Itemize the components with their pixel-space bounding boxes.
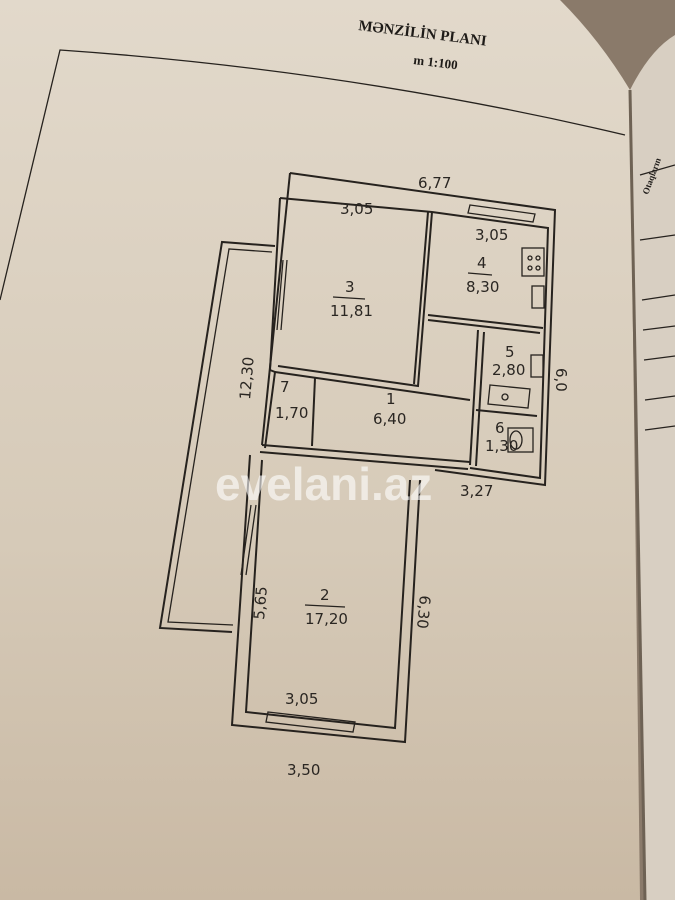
svg-text:8,30: 8,30 [466, 278, 499, 296]
outer-walls [261, 172, 557, 487]
room-2-walls [230, 204, 536, 744]
dimension-left-height: 12,30 [236, 356, 258, 400]
svg-text:7: 7 [280, 378, 290, 396]
page-frame [0, 49, 626, 301]
interior-walls [259, 211, 544, 470]
svg-text:11,81: 11,81 [330, 302, 373, 320]
room-4: 4 8,30 [466, 254, 499, 296]
dimension-room4-width: 3,05 [475, 226, 508, 244]
svg-text:4: 4 [477, 254, 487, 272]
dimension-room2-left: 5,65 [250, 586, 271, 621]
sink-icon [531, 285, 545, 309]
room-3: 3 11,81 [330, 278, 373, 320]
room-1: 1 6,40 [373, 390, 406, 428]
window [276, 259, 288, 331]
room-6: 6 1,30 [485, 419, 518, 455]
svg-text:2,80: 2,80 [492, 361, 525, 379]
room-7: 7 1,70 [275, 378, 308, 422]
svg-text:1,30: 1,30 [485, 437, 518, 455]
fixtures [487, 247, 545, 453]
dimension-corridor-bottom: 3,27 [460, 482, 493, 500]
room-5: 5 2,80 [492, 343, 525, 379]
dimension-room3-width: 3,05 [340, 200, 373, 218]
window [240, 504, 257, 576]
svg-text:17,20: 17,20 [305, 610, 348, 628]
book-gutter [628, 89, 647, 900]
dimension-total-width: 6,77 [418, 174, 451, 192]
dimension-room2-inner-width: 3,05 [285, 690, 318, 708]
room-2: 2 17,20 [304, 586, 348, 628]
dimension-room2-outer-width: 3,50 [287, 761, 320, 779]
window [467, 204, 536, 223]
stove-icon [521, 247, 545, 277]
window [265, 711, 356, 733]
scale-label: m 1:100 [413, 52, 459, 72]
svg-text:5: 5 [505, 343, 515, 361]
toilet-icon [507, 427, 534, 453]
svg-text:3: 3 [345, 278, 355, 296]
bathtub-icon [487, 384, 531, 409]
dimension-right-height: 6,0 [552, 368, 570, 392]
balcony [158, 240, 276, 633]
svg-text:1: 1 [386, 390, 396, 408]
svg-text:6: 6 [495, 419, 505, 437]
svg-text:6,40: 6,40 [373, 410, 406, 428]
watermark-logo: evelani.az [215, 458, 432, 510]
right-page-table [639, 164, 675, 431]
svg-text:1,70: 1,70 [275, 404, 308, 422]
dimension-room2-right: 6,30 [413, 595, 434, 630]
sink-icon [530, 354, 544, 378]
svg-text:2: 2 [320, 586, 330, 604]
